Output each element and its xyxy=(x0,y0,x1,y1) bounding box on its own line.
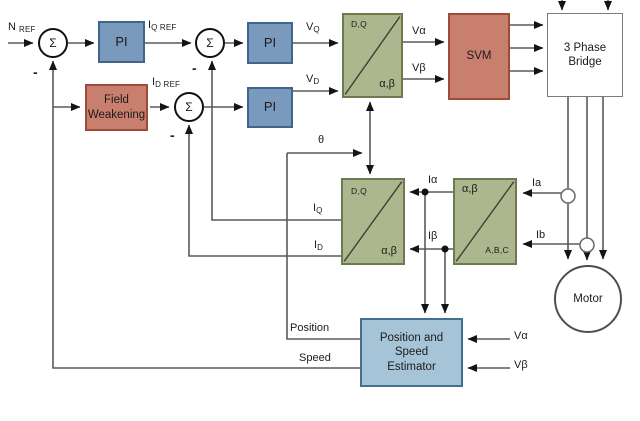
diagonal-divider xyxy=(344,16,401,95)
wire-iq-feedback xyxy=(208,60,341,221)
sigma-symbol: Σ xyxy=(206,36,214,50)
label-sub: Q xyxy=(316,206,323,215)
label-main: I xyxy=(152,76,156,88)
field-weakening-block: Field Weakening xyxy=(85,84,148,131)
pi-q-block: PI xyxy=(247,22,293,64)
estimator-label-line1: Position and xyxy=(379,331,444,344)
minus-sign-iq: - xyxy=(192,60,197,76)
field-weakening-label: Field Weakening xyxy=(87,94,146,121)
clarke-top-label: α,β xyxy=(462,183,478,195)
estimator-label-line3: Estimator xyxy=(387,360,436,373)
pi-label: PI xyxy=(115,33,128,49)
inv-park-bottom-label: α,β xyxy=(379,78,395,91)
sigma-symbol: Σ xyxy=(49,36,57,50)
clarke-block: α,β A,B,C xyxy=(453,178,517,265)
estimator-block: Position and Speed Estimator xyxy=(360,318,463,387)
svm-block: SVM xyxy=(448,13,510,100)
label-id-ref: ID REF xyxy=(152,76,180,89)
pi-label: PI xyxy=(263,34,277,50)
motor-block: Motor xyxy=(554,265,622,333)
motor-label: Motor xyxy=(573,292,603,305)
label-sub: Q xyxy=(313,25,320,34)
label-main: V xyxy=(306,21,314,33)
park-top-label: D,Q xyxy=(351,186,368,196)
label-i-alpha: Iα xyxy=(428,174,438,186)
label-main: N xyxy=(8,21,16,33)
label-main: V xyxy=(306,73,314,85)
label-vd: VD xyxy=(306,73,319,86)
label-sub: D REF xyxy=(155,80,181,89)
bridge-label: 3 Phase Bridge xyxy=(563,41,607,68)
minus-sign-id: - xyxy=(170,127,175,143)
label-ia: Ia xyxy=(532,177,542,189)
park-bottom-label: α,β xyxy=(381,245,397,258)
sum-junction-speed: Σ xyxy=(38,28,68,58)
label-position: Position xyxy=(290,322,330,334)
svm-label: SVM xyxy=(466,50,492,63)
bridge-block: 3 Phase Bridge xyxy=(547,13,623,97)
pi-label: PI xyxy=(263,99,277,115)
current-sensor-b xyxy=(579,237,595,253)
label-main: I xyxy=(314,239,318,251)
sum-junction-iq: Σ xyxy=(195,28,225,58)
park-block: D,Q α,β xyxy=(341,178,405,265)
label-v-alpha-est: Vα xyxy=(514,330,528,342)
label-sub: D xyxy=(317,243,324,252)
current-sensor-a xyxy=(560,188,576,204)
wire-position-feedback xyxy=(286,153,360,340)
pi-speed-block: PI xyxy=(98,21,145,63)
wire-id-feedback xyxy=(185,124,341,257)
junction-i-alpha xyxy=(421,188,429,196)
label-sub: D xyxy=(313,77,320,86)
label-vq: VQ xyxy=(306,21,320,34)
pi-d-block: PI xyxy=(247,87,293,128)
label-v-beta: Vβ xyxy=(412,62,426,74)
label-i-beta: Iβ xyxy=(428,230,438,242)
label-n-ref: N REF xyxy=(8,21,36,34)
label-sub: REF xyxy=(19,25,36,34)
label-ib: Ib xyxy=(536,229,546,241)
junction-i-beta xyxy=(441,245,449,253)
label-speed: Speed xyxy=(299,352,331,364)
estimator-label-line2: Speed xyxy=(394,346,429,359)
label-sub: Q REF xyxy=(151,23,177,32)
sum-junction-id: Σ xyxy=(174,92,204,122)
inverse-park-block: D,Q α,β xyxy=(342,13,403,98)
inv-park-top-label: D,Q xyxy=(351,19,368,29)
clarke-bottom-label: A,B,C xyxy=(485,245,509,256)
label-iq: IQ xyxy=(313,202,323,215)
label-v-alpha: Vα xyxy=(412,25,426,37)
wire-speed-feedback xyxy=(49,60,360,369)
label-id: ID xyxy=(314,239,323,252)
diagonal-divider xyxy=(343,181,403,262)
label-v-beta-est: Vβ xyxy=(514,359,528,371)
label-theta: θ xyxy=(318,134,325,146)
label-main: I xyxy=(313,202,317,214)
diagonal-divider xyxy=(455,181,515,262)
label-iq-ref: IQ REF xyxy=(148,19,177,32)
minus-sign-speed: - xyxy=(33,64,38,80)
label-main: I xyxy=(148,19,152,31)
sigma-symbol: Σ xyxy=(185,100,193,114)
